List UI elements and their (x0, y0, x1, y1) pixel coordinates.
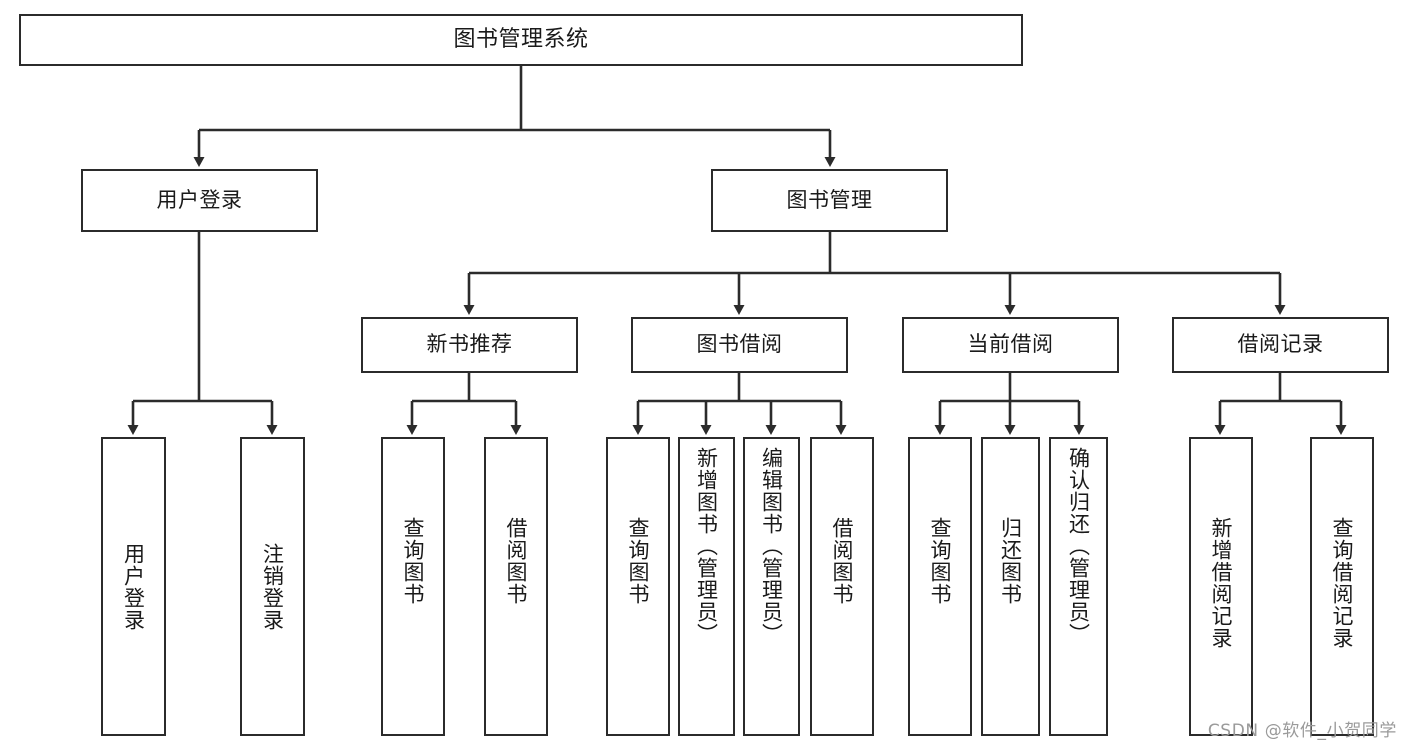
node-label: 图书管理 (786, 187, 873, 212)
leaf-borrow-book-recommend[interactable]: 借阅图书 (484, 437, 548, 736)
node-new-book-recommend[interactable]: 新书推荐 (361, 317, 578, 373)
leaf-edit-book[interactable]: 编辑图书（管理员） (743, 437, 800, 736)
leaf-confirm-return[interactable]: 确认归还（管理员） (1049, 437, 1108, 736)
node-label: 新书推荐 (426, 332, 513, 357)
leaf-query-borrow-record[interactable]: 查询借阅记录 (1310, 437, 1374, 736)
node-current-borrow[interactable]: 当前借阅 (902, 317, 1119, 373)
node-label: 查询图书 (928, 517, 953, 605)
node-label: 查询图书 (626, 517, 651, 605)
node-root-book-management-system[interactable]: 图书管理系统 (19, 14, 1023, 66)
leaf-logout-login[interactable]: 注销登录 (240, 437, 305, 736)
leaf-add-book[interactable]: 新增图书（管理员） (678, 437, 735, 736)
node-label: 编辑图书（管理员） (759, 447, 784, 645)
node-label: 借阅图书 (504, 517, 529, 605)
node-label: 用户登录 (156, 187, 243, 212)
node-label: 图书借阅 (696, 332, 783, 357)
node-label: 新增借阅记录 (1209, 517, 1234, 649)
leaf-borrow-book[interactable]: 借阅图书 (810, 437, 874, 736)
node-label: 借阅记录 (1237, 332, 1324, 357)
node-book-management[interactable]: 图书管理 (711, 169, 948, 232)
leaf-return-book[interactable]: 归还图书 (981, 437, 1040, 736)
leaf-user-login[interactable]: 用户登录 (101, 437, 166, 736)
node-user-login[interactable]: 用户登录 (81, 169, 318, 232)
node-book-borrow[interactable]: 图书借阅 (631, 317, 848, 373)
node-borrow-record[interactable]: 借阅记录 (1172, 317, 1389, 373)
node-label: 当前借阅 (967, 332, 1054, 357)
node-label: 查询图书 (401, 517, 426, 605)
node-label: 用户登录 (121, 543, 146, 631)
leaf-add-borrow-record[interactable]: 新增借阅记录 (1189, 437, 1253, 736)
node-label: 借阅图书 (830, 517, 855, 605)
node-label: 注销登录 (260, 543, 285, 631)
node-label: 归还图书 (998, 517, 1023, 605)
leaf-query-book-current[interactable]: 查询图书 (908, 437, 972, 736)
node-label: 确认归还（管理员） (1066, 447, 1091, 645)
node-label: 新增图书（管理员） (694, 447, 719, 645)
node-label: 查询借阅记录 (1330, 517, 1355, 649)
leaf-query-book-recommend[interactable]: 查询图书 (381, 437, 445, 736)
leaf-query-book-borrow[interactable]: 查询图书 (606, 437, 670, 736)
node-label: 图书管理系统 (453, 26, 589, 52)
